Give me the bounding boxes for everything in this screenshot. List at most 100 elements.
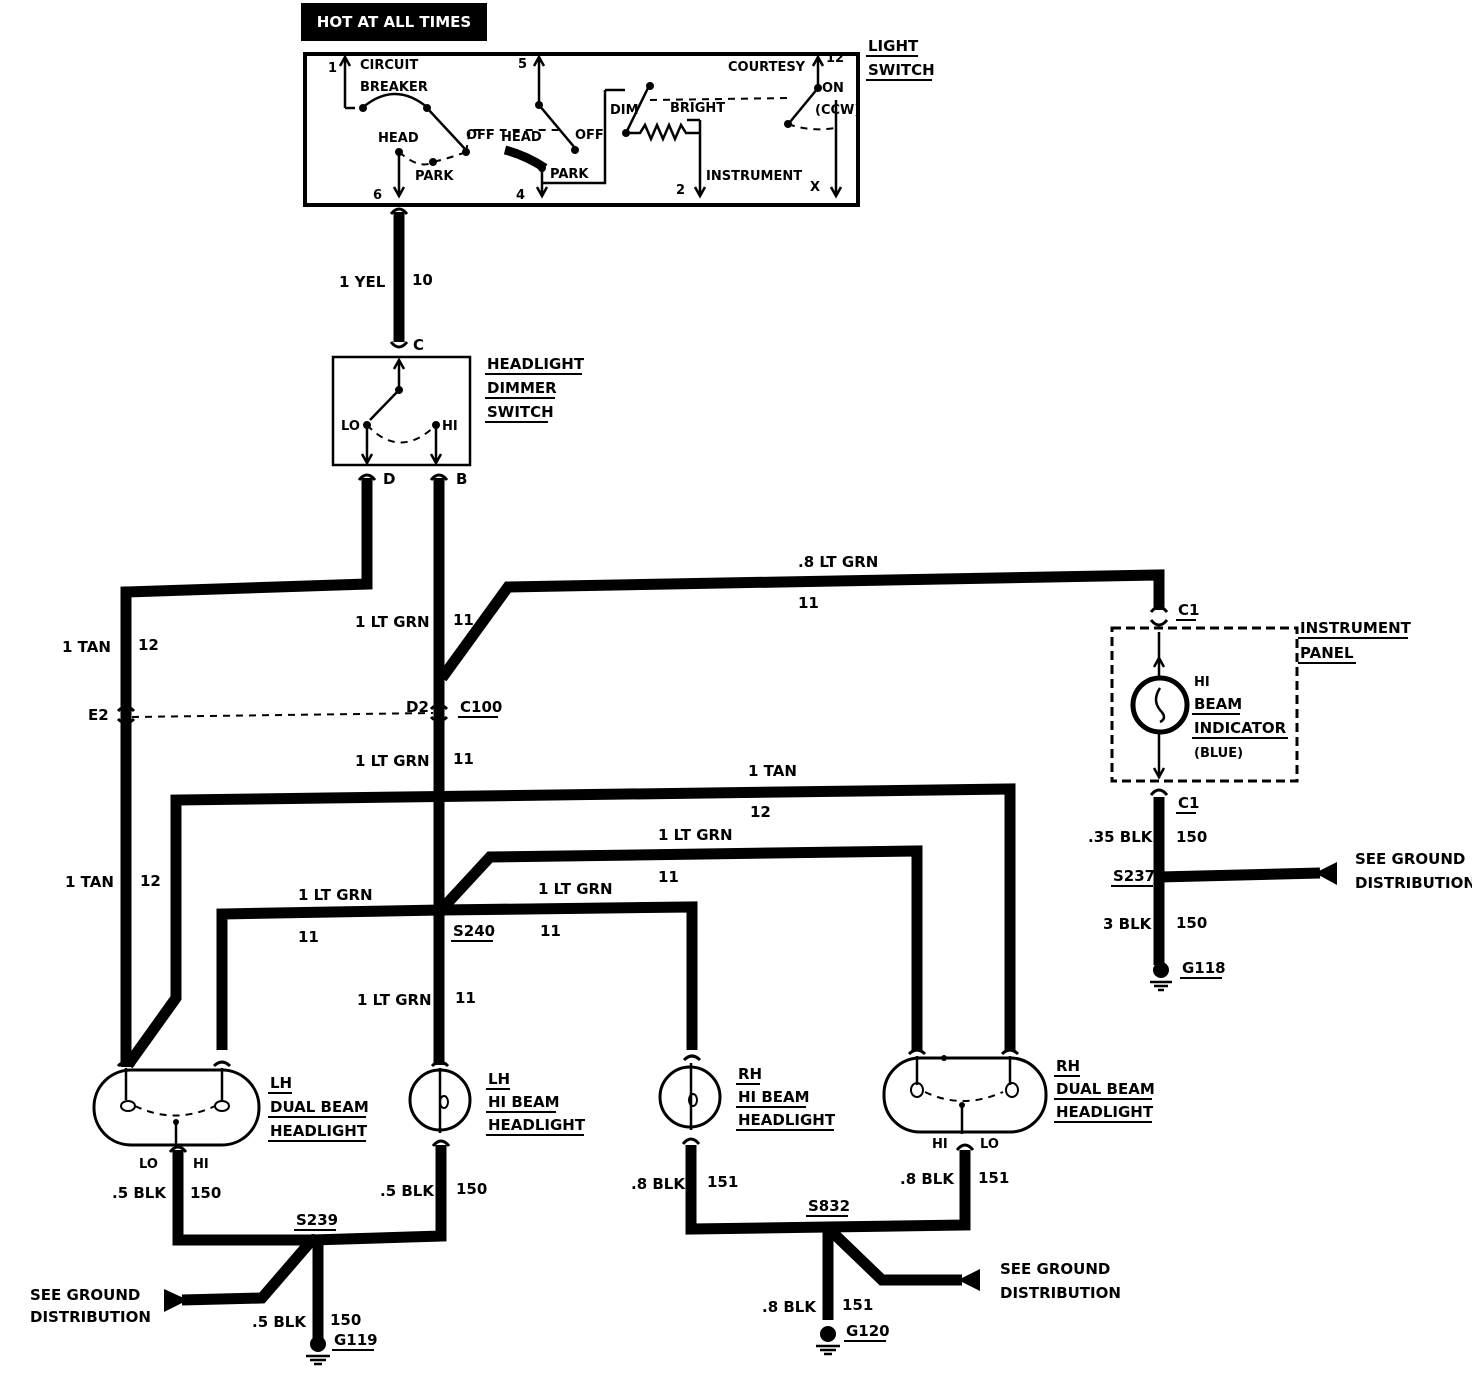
connector-c100-label: C100 — [460, 698, 502, 716]
rh-dual-hi-label: HI — [932, 1137, 948, 1152]
splice-s239-label: S239 — [296, 1211, 338, 1229]
ls-pin-x: X — [810, 180, 820, 195]
light-switch: 1 CIRCUIT BREAKER HEAD OFF PARK 5 HEAD O… — [303, 37, 935, 207]
ltgrn-rhhi-label: 1 LT GRN — [538, 880, 613, 898]
ltgrn-mid-label: 1 LT GRN — [355, 752, 430, 770]
indicator-label-1: HI — [1194, 675, 1210, 690]
ltgrn-rhdual-circuit: 11 — [658, 868, 679, 886]
ltgrn-lhdual-label: 1 LT GRN — [298, 886, 373, 904]
ground-g120-label: G120 — [846, 1322, 890, 1340]
blk8-gnd-circuit: 151 — [842, 1296, 873, 1314]
lh-hi-title-2: HI BEAM — [488, 1093, 560, 1111]
yel-wire-circuit: 10 — [412, 271, 433, 289]
tan-upper-label: 1 TAN — [62, 638, 111, 656]
blk8-rhhi-circuit: 151 — [707, 1173, 738, 1191]
tan-lower-circuit: 12 — [140, 872, 161, 890]
indicator-label-2: BEAM — [1194, 695, 1242, 713]
see-ground-label-3: SEE GROUND — [1000, 1260, 1110, 1278]
blk5-gnd-circuit: 150 — [330, 1311, 361, 1329]
rh-dual-title-3: HEADLIGHT — [1056, 1103, 1154, 1121]
blk35-circuit: 150 — [1176, 828, 1207, 846]
tan-top-label: 1 TAN — [748, 762, 797, 780]
blk35-label: .35 BLK — [1088, 828, 1154, 846]
blk5-lh-label: .5 BLK — [112, 1184, 167, 1202]
ls-circuit-label: CIRCUIT — [360, 58, 418, 73]
ls-courtesy-label: COURTESY — [728, 60, 806, 75]
indicator-label-3: INDICATOR — [1194, 719, 1287, 737]
lh-hi-beam-headlight: LH HI BEAM HEADLIGHT — [408, 1060, 586, 1136]
ls-park-label-1: PARK — [415, 169, 454, 184]
ls-pin-4: 4 — [516, 188, 525, 203]
lh-hi-title-3: HEADLIGHT — [488, 1116, 586, 1134]
panel-title-1: INSTRUMENT — [1300, 619, 1412, 637]
ltgrn-lhhi-label: 1 LT GRN — [357, 991, 432, 1009]
ls-ccw-label: (CCW) — [815, 103, 860, 118]
ground-g118-label: G118 — [1182, 959, 1226, 977]
ground-g119-label: G119 — [334, 1331, 378, 1349]
tan-lower-label: 1 TAN — [65, 873, 114, 891]
connector-e2-label: E2 — [88, 706, 109, 724]
dimmer-hi-label: HI — [442, 419, 458, 434]
ls-pin-5: 5 — [518, 57, 527, 72]
ltgrn-upper-circuit: 11 — [453, 611, 474, 629]
rh-dual-beam-headlight: HI LO RH DUAL BEAM HEADLIGHT — [882, 1048, 1155, 1152]
blk5-lhhi-circuit: 150 — [456, 1180, 487, 1198]
distribution-label-1: DISTRIBUTION — [1355, 874, 1472, 892]
lh-dual-hi-label: HI — [193, 1157, 209, 1172]
dimmer-pin-b: B — [456, 470, 467, 488]
indicator-label-4: (BLUE) — [1194, 746, 1243, 761]
wire-tan-rh-dual: 1 TAN 12 — [123, 762, 1016, 1069]
lh-dual-title-1: LH — [270, 1074, 292, 1092]
headlight-dimmer-switch: LO HI C D B HEADLIGHT DIMMER SWITCH — [331, 336, 585, 488]
ltgrn-mid-circuit: 11 — [453, 750, 474, 768]
wire-ltgrn-hi: 1 LT GRN 11 1 LT GRN 11 1 LT GRN 11 — [355, 473, 476, 1065]
ltgrn-panel-circuit: 11 — [798, 594, 819, 612]
hot-at-all-times-banner: HOT AT ALL TIMES — [301, 3, 487, 41]
ground-g120-circuit: .8 BLK 151 .8 BLK 151 S832 .8 BLK 151 G1… — [631, 1137, 1121, 1356]
dimmer-lo-label: LO — [341, 419, 360, 434]
panel-title-2: PANEL — [1300, 644, 1354, 662]
see-ground-label-1: SEE GROUND — [1355, 850, 1465, 868]
ls-pin-1: 1 — [328, 61, 337, 76]
rh-dual-title-2: DUAL BEAM — [1056, 1080, 1155, 1098]
blk5-gnd-label: .5 BLK — [252, 1313, 307, 1331]
instrument-panel: C1 HI BEAM INDICATOR (BLUE) INSTRUMENT P… — [1110, 601, 1412, 814]
panel-c1-bottom: C1 — [1178, 794, 1199, 812]
wire-ltgrn-branches: 1 LT GRN 11 1 LT GRN 11 1 LT GRN 11 S240 — [216, 826, 923, 1050]
light-switch-title-1: LIGHT — [868, 37, 919, 55]
lh-dual-title-2: DUAL BEAM — [270, 1098, 369, 1116]
tan-top-circuit: 12 — [750, 803, 771, 821]
ls-breaker-label: BREAKER — [360, 80, 428, 95]
dimmer-title-2: DIMMER — [487, 379, 557, 397]
ls-bright-label: BRIGHT — [670, 101, 725, 116]
rh-dual-lo-label: LO — [980, 1137, 999, 1152]
ls-park-label-2: PARK — [550, 167, 589, 182]
see-ground-label-2: SEE GROUND — [30, 1286, 140, 1304]
blk8-rhdual-label: .8 BLK — [900, 1170, 955, 1188]
rh-hi-title-1: RH — [738, 1065, 762, 1083]
ls-dim-label: DIM — [610, 103, 639, 118]
blk8-gnd-label: .8 BLK — [762, 1298, 817, 1316]
splice-s832-label: S832 — [808, 1197, 850, 1215]
lh-dual-title-3: HEADLIGHT — [270, 1122, 368, 1140]
wire-ltgrn-panel: .8 LT GRN 11 — [437, 553, 1165, 682]
tan-upper-circuit: 12 — [138, 636, 159, 654]
dimmer-pin-c: C — [413, 336, 424, 354]
connector-d2-label: D2 — [406, 698, 429, 716]
rh-hi-beam-headlight: RH HI BEAM HEADLIGHT — [658, 1054, 836, 1131]
blk3-label: 3 BLK — [1103, 915, 1153, 933]
light-switch-title-2: SWITCH — [868, 61, 935, 79]
ltgrn-rhdual-label: 1 LT GRN — [658, 826, 733, 844]
distribution-label-2: DISTRIBUTION — [30, 1308, 151, 1326]
ltgrn-upper-label: 1 LT GRN — [355, 613, 430, 631]
yel-wire-label: 1 YEL — [339, 273, 386, 291]
ltgrn-panel-label: .8 LT GRN — [798, 553, 878, 571]
rh-dual-title-1: RH — [1056, 1057, 1080, 1075]
panel-c1-top: C1 — [1178, 601, 1199, 619]
ground-g118-circuit: .35 BLK 150 S237 3 BLK 150 G118 SEE GROU… — [1088, 797, 1472, 992]
splice-s240-label: S240 — [453, 922, 495, 940]
ls-head-label-2: HEAD — [501, 130, 542, 145]
ltgrn-lhdual-circuit: 11 — [298, 928, 319, 946]
ground-g119-circuit: .5 BLK 150 .5 BLK 150 S239 .5 BLK 150 G1… — [30, 1139, 487, 1366]
